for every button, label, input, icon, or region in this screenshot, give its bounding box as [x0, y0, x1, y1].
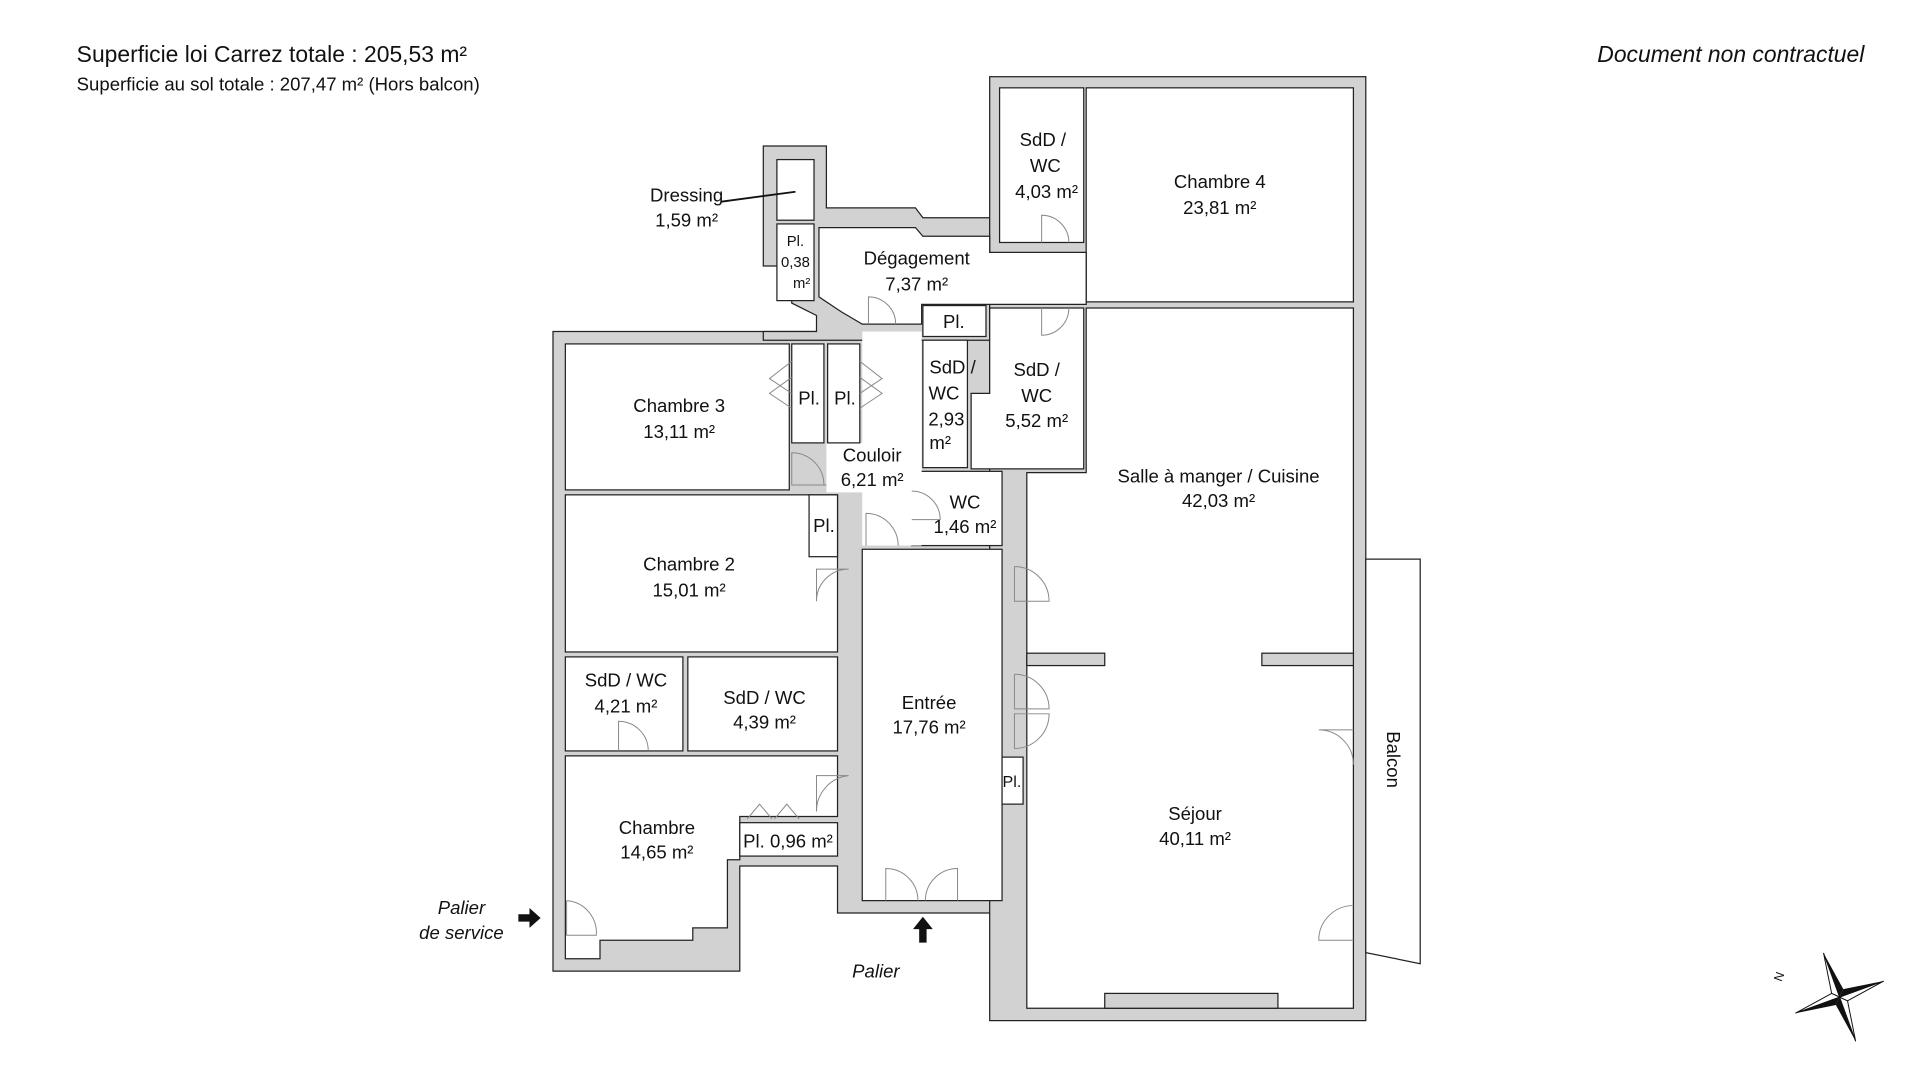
rooms-pl-038-unit: m² [793, 276, 810, 292]
room-pl-c3b [827, 343, 861, 444]
room-dressing [776, 158, 815, 221]
room-pl-entree [1001, 756, 1024, 805]
room-pl-c2 [808, 494, 839, 558]
room-sdd-wc-4-39 [687, 656, 839, 752]
carrez-total: Superficie loi Carrez totale : 205,53 m² [77, 41, 468, 67]
room-chambre-4 [1085, 87, 1355, 303]
palier-service-label: Palier [438, 897, 486, 918]
rooms-sdd-wc-e-name: SdD / WC [723, 687, 805, 708]
rooms-degagement-name: Dégagement [864, 248, 971, 269]
rooms-salle-manger-name: Salle à manger / Cuisine [1118, 465, 1320, 486]
rooms-chambre2-name: Chambre 2 [643, 553, 735, 574]
rooms-sdd-wc-b-unit: m² [929, 432, 951, 453]
rooms-sdd-wc-c-name: SdD / [1014, 359, 1061, 380]
room-wc [911, 470, 1003, 547]
rooms-dressing-area: 1,59 m² [655, 209, 718, 230]
room-sdd-wc-2-93 [922, 339, 969, 469]
room-chambre [564, 755, 839, 960]
rooms-sdd-wc-d-area: 4,21 m² [595, 696, 658, 717]
palier-service-label-2: de service [419, 922, 504, 943]
rooms-sdd-wc-b-name: SdD / [929, 357, 976, 378]
room-labels: SdD / WC 4,03 m² Chambre 4 23,81 m² Dres… [585, 129, 1404, 863]
room-pl-0-96 [739, 822, 839, 857]
compass-rose-icon [1795, 952, 1884, 1042]
doors [566, 190, 1354, 941]
room-chambre-3 [564, 343, 790, 491]
rooms-salle-manger-area: 42,03 m² [1182, 490, 1255, 511]
rooms-pl-entree-name: Pl. [1003, 773, 1022, 791]
compass-north-label: N [1771, 970, 1787, 983]
rooms-chambre2-area: 15,01 m² [652, 579, 725, 600]
rooms-pl-c3b-name: Pl. [834, 388, 856, 409]
rooms-wc-name: WC [949, 491, 980, 512]
rooms-sdd-wc-a-name2: WC [1030, 155, 1061, 176]
disclaimer: Document non contractuel [1597, 41, 1865, 67]
rooms-sdd-wc-e-area: 4,39 m² [733, 712, 796, 733]
rooms-wc-area: 1,46 m² [934, 516, 997, 537]
rooms-pl-038-area: 0,38 [781, 255, 810, 271]
rooms-pl-c3a-name: Pl. [798, 388, 820, 409]
room-sdd-wc-5-52 [970, 307, 1085, 470]
rooms-pl-c2-name: Pl. [813, 515, 835, 536]
rooms-degagement-area: 7,37 m² [885, 274, 948, 295]
rooms-sejour-name: Séjour [1168, 803, 1222, 824]
rooms-chambre3-area: 13,11 m² [643, 421, 715, 442]
rooms-chambre-area: 14,65 m² [620, 842, 693, 863]
rooms-couloir-area: 6,21 m² [841, 469, 904, 490]
room-entree [861, 548, 1003, 902]
sol-total: Superficie au sol totale : 207,47 m² (Ho… [77, 73, 480, 94]
rooms-sdd-wc-a-name: SdD / [1020, 129, 1067, 150]
balcony [1365, 558, 1421, 965]
rooms-couloir-name: Couloir [843, 444, 902, 465]
room-salle-sejour [1026, 307, 1355, 1009]
rooms-sdd-wc-b-area: 2,93 [928, 409, 964, 430]
rooms-sejour-area: 40,11 m² [1159, 828, 1231, 849]
rooms-sdd-wc-b-name2: WC [928, 383, 959, 404]
service-entry-arrow-icon [518, 908, 541, 928]
rooms-pl-096-name: Pl. 0,96 m² [743, 830, 833, 851]
rooms-sdd-wc-c-name2: WC [1021, 385, 1052, 406]
rooms-pl-deg-name: Pl. [943, 311, 965, 332]
rooms-pl-038-name: Pl. [787, 234, 804, 250]
rooms-balcon-name: Balcon [1383, 731, 1404, 788]
palier-label: Palier [852, 960, 900, 981]
main-entry-arrow-icon [912, 916, 933, 943]
rooms-chambre4-name: Chambre 4 [1174, 171, 1266, 192]
room-degagement [818, 227, 1087, 325]
rooms-sdd-wc-c-area: 5,52 m² [1005, 410, 1068, 431]
rooms-dressing-name: Dressing [650, 185, 723, 206]
room-chambre-2 [564, 494, 839, 653]
rooms-chambre3-name: Chambre 3 [633, 395, 725, 416]
room-pl-0-38 [776, 223, 815, 302]
room-pl-degagement [922, 304, 987, 338]
rooms-chambre-name: Chambre [619, 817, 695, 838]
rooms-sdd-wc-a-area: 4,03 m² [1015, 181, 1078, 202]
rooms-entree-area: 17,76 m² [892, 717, 965, 738]
rooms-sdd-wc-d-name: SdD / WC [585, 670, 667, 691]
rooms [564, 87, 1355, 1009]
room-sdd-wc-4-21 [564, 656, 684, 752]
rooms-entree-name: Entrée [902, 692, 957, 713]
rooms-chambre4-area: 23,81 m² [1183, 197, 1256, 218]
